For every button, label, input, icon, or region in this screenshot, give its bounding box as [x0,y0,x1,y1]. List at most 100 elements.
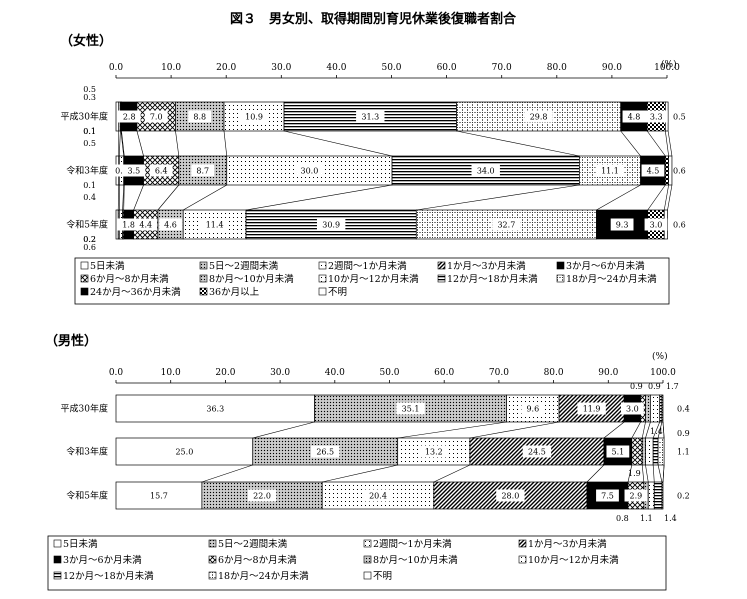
legend-swatch [53,539,62,548]
data-label-box [149,164,173,177]
legend-label: 12か月～18か月未満 [447,273,538,285]
legend-label: 不明 [328,287,347,298]
connector-line [647,184,666,211]
legend-swatch [556,261,565,270]
legend-swatch [437,274,446,283]
data-label: 7.5 [601,492,614,501]
bar-segment [661,481,664,510]
legend-swatch [53,571,62,580]
connector-line [223,130,228,157]
connector-line [667,184,673,211]
data-label: 10.9 [245,113,263,122]
legend-swatch [437,261,446,270]
data-label: 4.8 [628,113,641,122]
category-label: 平成30年度 [61,111,108,123]
legend-swatch [80,287,89,296]
data-label: 26.5 [316,448,334,457]
data-label: 9.6 [526,405,539,414]
legend-box [74,257,670,305]
legend-label: 10か月～12か月未満 [328,273,419,285]
legend-label: 6か月～8か月未満 [218,554,297,566]
connector-line [641,421,646,439]
data-label: 0.9 [630,382,643,391]
legend-swatch [199,287,208,296]
x-tick-label: 30.0 [270,368,290,378]
connector-line [641,464,645,483]
data-label-box [239,110,269,123]
bar-segment [641,437,646,466]
data-label: 1.1 [677,448,690,457]
data-label-box [201,402,230,415]
data-label-box [620,402,644,415]
connector-line [122,184,125,211]
data-label-box [644,218,668,231]
data-label: 4.4 [139,221,152,230]
data-label: 4.5 [647,167,660,176]
data-label-box [522,445,552,458]
data-label: 25.0 [175,448,193,457]
legend-swatch [80,261,89,270]
x-tick-label: 0.0 [109,63,124,73]
x-tick-label: 50.0 [379,368,399,378]
data-label: 36.3 [206,405,224,414]
legend-swatch [208,555,217,564]
data-label: 15.7 [150,492,168,501]
data-label: 31.3 [361,113,379,122]
category-label: 令和5年度 [66,490,108,502]
legend-box [47,535,667,591]
data-label: 0.6 [673,221,686,230]
data-label-box [188,110,212,123]
data-label-box [606,445,630,458]
data-label: 0.4 [677,405,690,414]
data-label: 1.8 [122,221,135,230]
legend-label: 10か月～12か月未満 [528,554,619,566]
legend-label: 5日未満 [90,260,125,272]
connector-line [662,421,665,439]
legend-label: 2週間～1か月未満 [373,538,452,550]
legend-swatch [363,539,372,548]
data-label-box [622,110,646,123]
bar-segment [645,437,654,466]
legend-swatch [363,571,372,580]
data-label: 24.5 [528,448,546,457]
connector-line [645,421,651,439]
data-label: 32.7 [497,221,515,230]
bar-segment [657,437,665,466]
legend-label: 3か月～6か月未満 [566,260,645,272]
bar-segment [668,155,673,186]
data-label: 6.4 [155,167,168,176]
connector-line [201,464,253,483]
data-label: 8.8 [193,113,206,122]
connector-line [121,130,125,157]
legend-swatch [318,287,327,296]
data-label: 2.9 [630,492,643,501]
data-label: 0.6 [83,243,96,252]
data-label: 1.7 [666,382,679,391]
data-label: 0.5 [673,113,686,122]
legend-label: 3か月～6か月未満 [63,554,142,566]
legend-label: 8か月～10か月未満 [209,273,294,285]
data-label: 0.1 [83,127,96,136]
connector-line [456,130,580,157]
bar-segment [652,437,659,466]
data-label: 0.2 [83,235,96,244]
legend-swatch [80,274,89,283]
data-label: 1.1 [640,514,653,523]
x-tick-label: 30.0 [271,63,291,73]
data-label-box [610,218,634,231]
data-label-box [144,110,168,123]
data-label-box [492,218,521,231]
data-label: 7.0 [150,113,163,122]
x-tick-label: 70.0 [489,368,509,378]
data-label-box [644,110,668,123]
connector-line [596,184,641,211]
data-label-box [363,489,393,502]
connector-line [175,130,180,157]
data-label: 0.6 [673,167,686,176]
unit-label-men: (%) [652,351,668,362]
data-label: 3.0 [650,221,663,230]
category-label: 令和3年度 [66,165,108,177]
connector-line [283,130,393,157]
data-label: 0.2 [83,235,96,244]
